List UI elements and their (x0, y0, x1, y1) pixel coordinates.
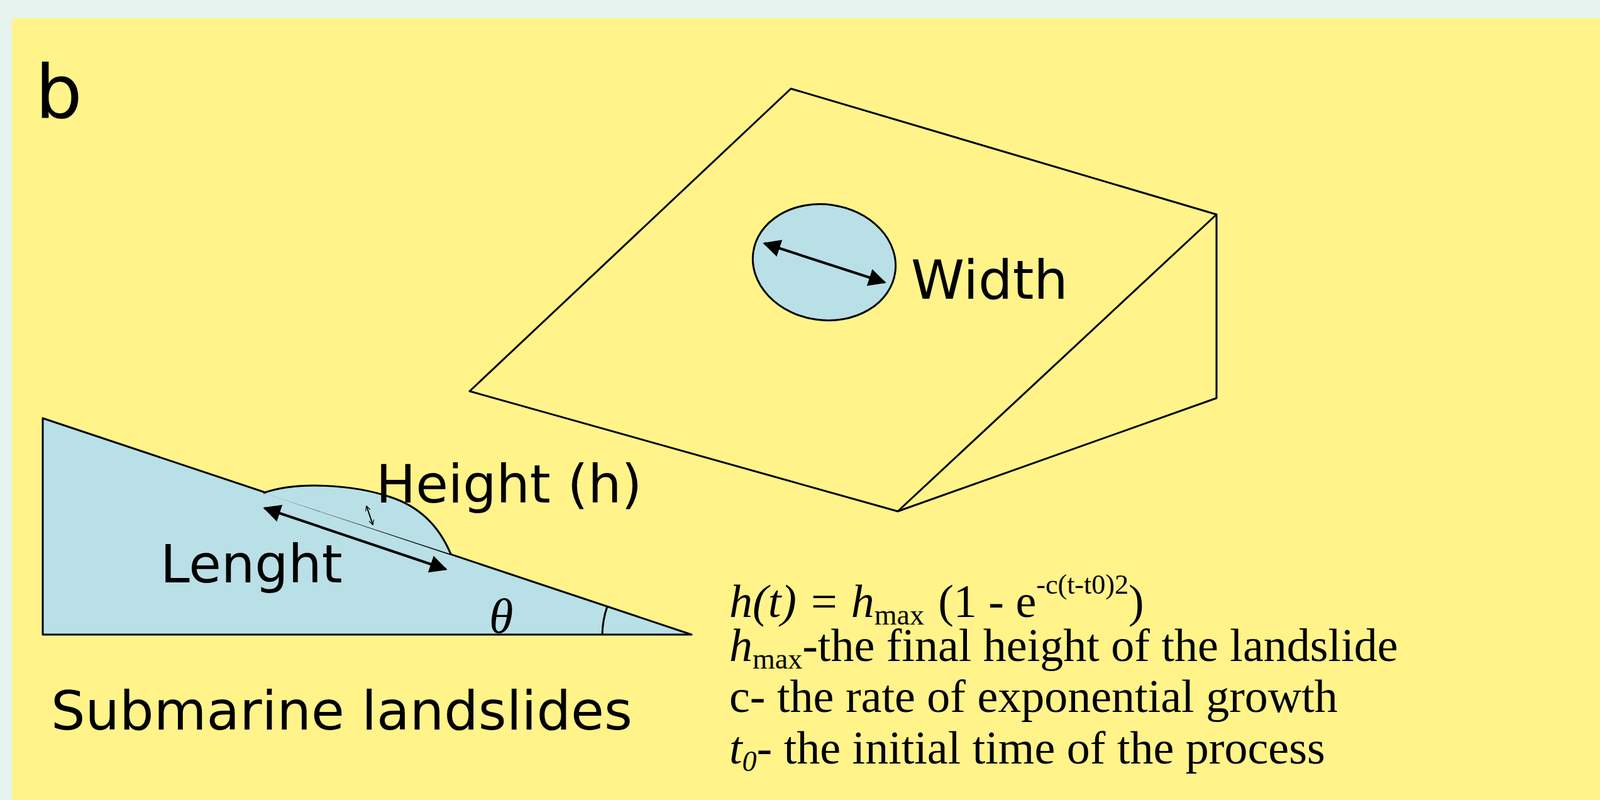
dimension-label: Lenght (160, 537, 343, 591)
slope-section (42, 418, 692, 635)
formula-text: -c(t-t0)2 (1036, 568, 1129, 600)
diagram-caption-label: Submarine landslides (50, 683, 633, 738)
formula-text: c- the rate of exponential growth (729, 670, 1338, 722)
formula-text: -the final height of the landslide (802, 619, 1398, 671)
dimension-label: Height (h) (375, 457, 642, 511)
panel-letter: b (35, 55, 83, 130)
slope-wedge (469, 88, 1217, 512)
formula-text: - the initial time of the process (756, 721, 1326, 774)
formula-line: c- the rate of exponential growth (729, 672, 1338, 720)
formula-text: max (752, 642, 803, 675)
formula-text: t (729, 721, 743, 774)
angle-arc (602, 606, 608, 635)
height-arrow (366, 506, 373, 525)
formula-text: h (729, 619, 753, 671)
angle-label: θ (489, 591, 514, 641)
landslide-scar (744, 194, 903, 330)
width-arrow (764, 243, 885, 283)
formula-line: t0- the initial time of the process (729, 724, 1326, 776)
dimension-label: Width (910, 252, 1069, 307)
formula-line: hmax-the final height of the landslide (729, 621, 1399, 674)
formula-text: 0 (742, 744, 757, 778)
